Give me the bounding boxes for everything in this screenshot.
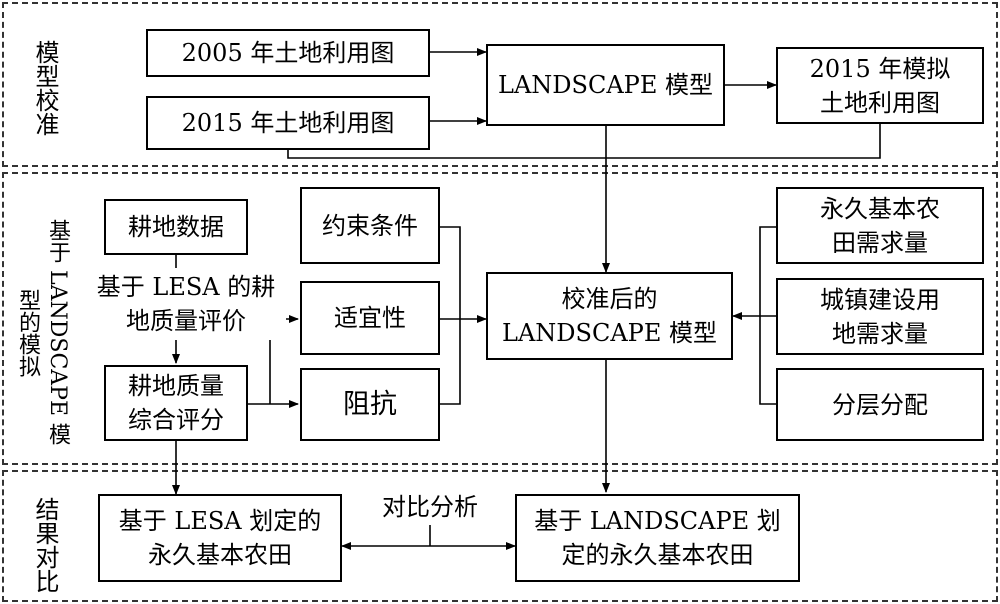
node-calibrated-model: 校准后的 LANDSCAPE 模型	[486, 272, 733, 360]
node-basic-farmland-demand: 永久基本农 田需求量	[776, 187, 984, 264]
node-landscape-model: LANDSCAPE 模型	[486, 44, 725, 126]
section-model-calibration	[2, 2, 998, 167]
node-urban-land-demand: 城镇建设用 地需求量	[776, 278, 984, 355]
node-lesa-result: 基于 LESA 划定的 永久基本农田	[98, 494, 342, 582]
label-comparison-analysis: 对比分析	[370, 490, 490, 524]
node-landuse-2015: 2015 年土地利用图	[146, 96, 430, 150]
bracket-factors	[440, 226, 461, 405]
node-landuse-2005: 2005 年土地利用图	[146, 29, 430, 77]
node-farmland-quality-score: 耕地质量 综合评分	[104, 365, 248, 441]
node-suitability: 适宜性	[300, 281, 440, 355]
node-lesa-evaluation: 基于 LESA 的耕 地质量评价	[86, 270, 286, 340]
node-landscape-result: 基于 LANDSCAPE 划 定的永久基本农田	[515, 494, 800, 582]
node-constraints: 约束条件	[300, 187, 440, 264]
node-farmland-data: 耕地数据	[104, 199, 248, 255]
section-label-simulation: 基于 LANDSCAPE 模型的模拟	[15, 219, 70, 446]
section-landscape-simulation	[2, 172, 998, 465]
node-simulated-2015: 2015 年模拟 土地利用图	[776, 47, 984, 124]
node-hierarchical-allocation: 分层分配	[776, 368, 984, 441]
section-label-comparison: 结果对比	[31, 497, 59, 593]
section-label-calibration: 模型校准	[31, 39, 59, 136]
line-simulated-feedback	[287, 124, 881, 159]
node-resistance: 阻抗	[300, 368, 440, 441]
section-result-comparison	[2, 470, 998, 602]
